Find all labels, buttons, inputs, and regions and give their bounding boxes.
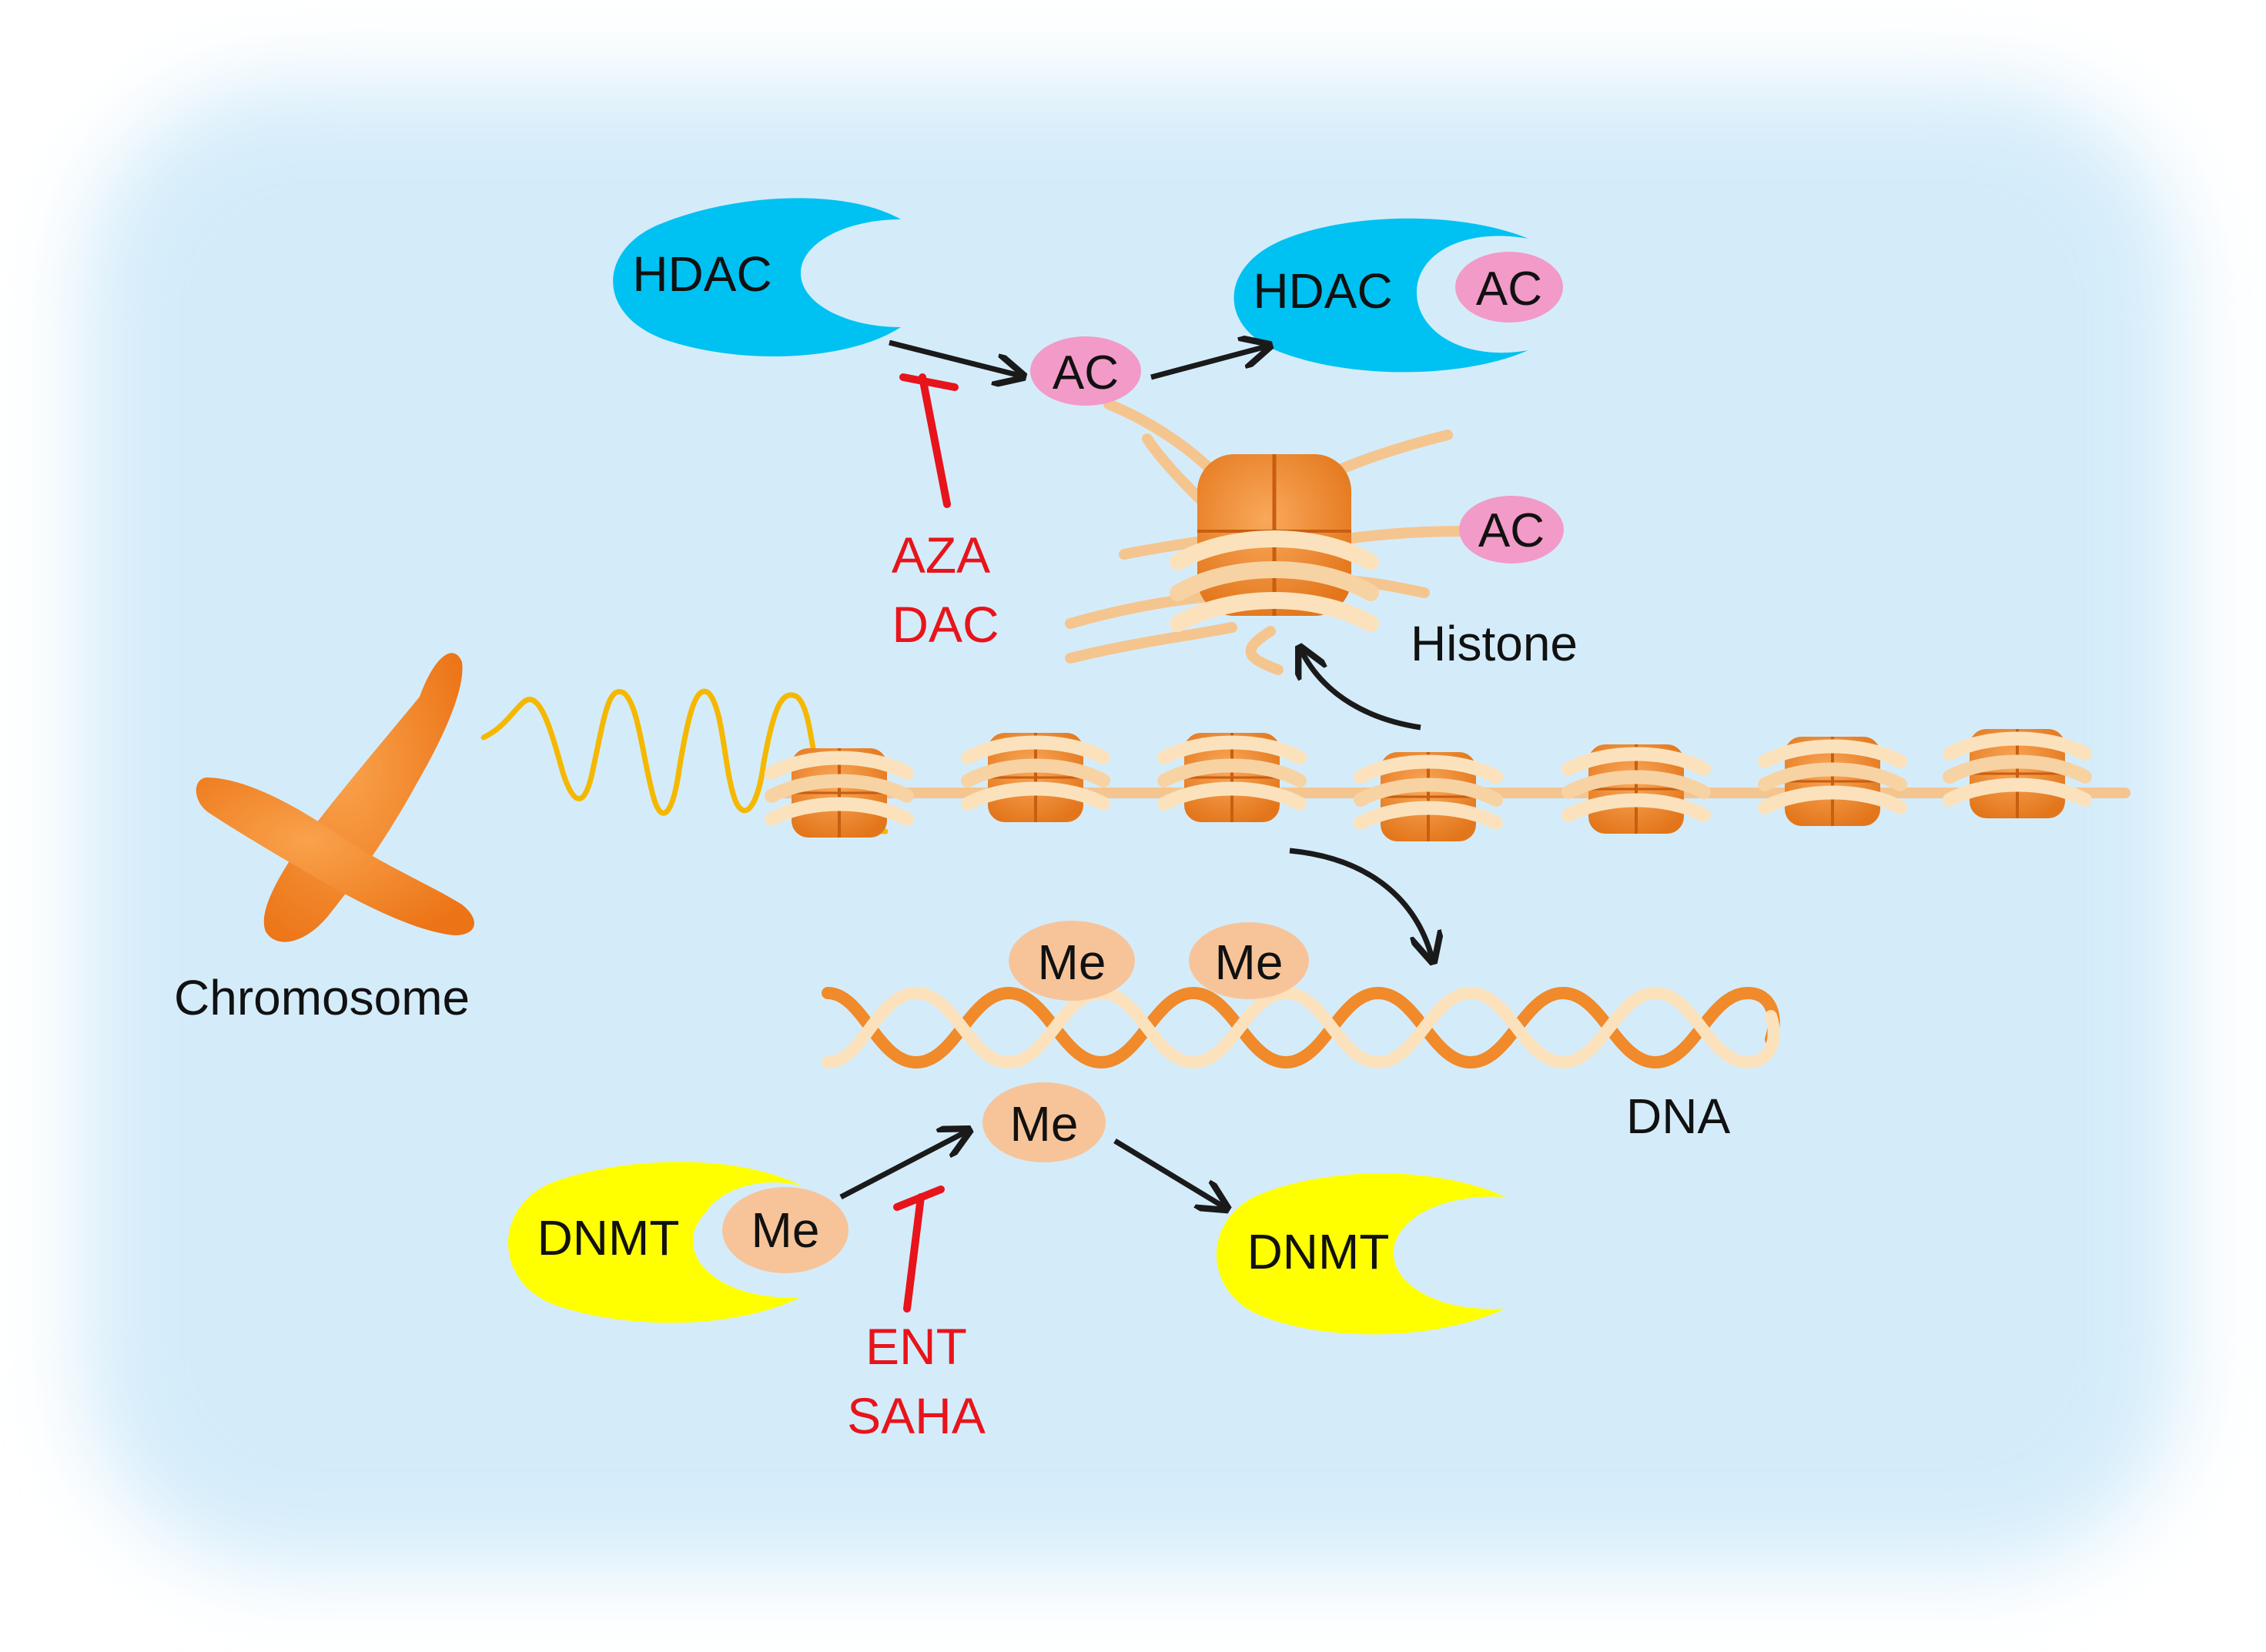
dna-label: DNA [1626,1089,1730,1144]
dna-helix-icon [822,986,1780,1069]
dnmt-free-label: DNMT [1247,1224,1390,1279]
histone-label: Histone [1411,616,1578,671]
inhibitor-dac: DAC [892,596,999,653]
histone-icon [1065,399,1484,675]
arrow-icon [1150,346,1267,380]
dnmt-bound-label: DNMT [537,1210,680,1266]
methyl-group-dna-1: Me [1009,921,1135,1001]
svg-text:AC: AC [1478,504,1545,557]
svg-text:Me: Me [1038,935,1106,990]
methyl-group-transferred: Me [982,1082,1106,1162]
arrow-icon [1301,650,1421,731]
methyl-group-dna-2: Me [1189,922,1309,999]
arrow-icon [1289,848,1432,958]
arrow-icon [839,1132,966,1200]
svg-text:Me: Me [1215,935,1284,990]
dnmt-enzyme-free: DNMT [1217,1173,1505,1335]
svg-text:AC: AC [1053,346,1119,400]
me-on-dnmt: Me [751,1202,820,1258]
hdac-enzyme-bound: HDAC AC [1233,218,1563,373]
chromatin-fiber [480,688,889,834]
dnmt-enzyme-bound: DNMT Me [508,1162,848,1323]
hdac-free-label: HDAC [632,246,772,302]
arrow-icon [1113,1139,1224,1207]
chromosome-icon [196,653,475,942]
inhibition-icon [899,373,959,508]
svg-text:Me: Me [1010,1096,1079,1152]
inhibitor-aza: AZA [892,527,990,584]
background-panel [85,85,2181,1567]
chromosome-label: Chromosome [174,970,470,1025]
ac-group-transferred: AC [1030,336,1141,406]
inhibitor-ent: ENT [865,1318,967,1375]
arrow-icon [889,339,1020,376]
hdac-enzyme-free: HDAC [613,198,901,356]
ac-on-hdac: AC [1476,263,1542,316]
ac-group-histone: AC [1459,496,1564,563]
inhibition-icon [893,1185,945,1313]
inhibitor-saha: SAHA [847,1387,986,1444]
hdac-bound-label: HDAC [1253,263,1392,319]
